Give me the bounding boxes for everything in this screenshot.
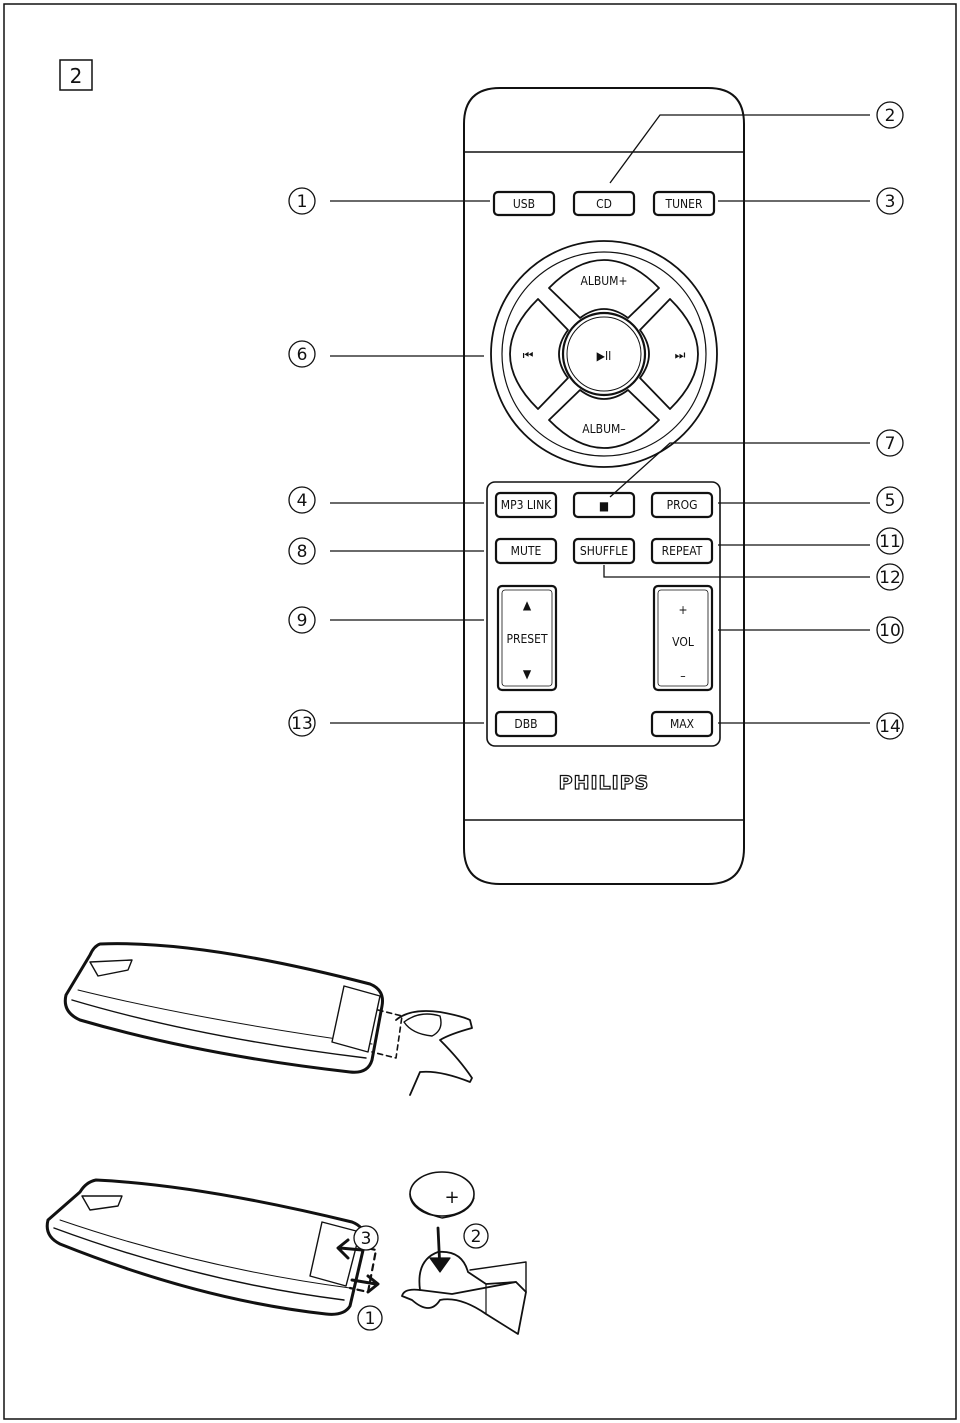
battery-step-2: 2 (463, 1223, 489, 1249)
album-plus-label: ALBUM+ (580, 274, 627, 288)
callout-2: 2 (876, 101, 904, 129)
callout-5: 5 (876, 486, 904, 514)
album-minus-label: ALBUM– (582, 422, 625, 436)
album-plus-button[interactable]: ALBUM+ (548, 259, 660, 319)
prog-label: PROG (667, 498, 698, 512)
callout-14: 14 (876, 712, 904, 740)
callout-9: 9 (288, 606, 316, 634)
cd-button-label: CD (596, 197, 612, 211)
mute-label: MUTE (511, 544, 542, 558)
figure-number: 2 (70, 64, 83, 88)
brand-logo: PHILIPS (559, 772, 650, 794)
preset-rocker[interactable]: ▲ PRESET ▼ (496, 584, 558, 692)
callout-lines (330, 114, 870, 724)
battery-step-3: 3 (353, 1225, 379, 1251)
max-button[interactable]: MAX (650, 710, 714, 738)
callout-number: 5 (885, 491, 896, 511)
remote-back-open-illustration (63, 942, 473, 1096)
prog-button[interactable]: PROG (650, 491, 714, 519)
callout-number: 3 (885, 192, 896, 212)
stop-button[interactable]: ■ (572, 491, 636, 519)
usb-button-label: USB (513, 197, 535, 211)
shuffle-button[interactable]: SHUFFLE (572, 537, 636, 565)
battery-step-3-number: 3 (361, 1229, 372, 1249)
usb-button[interactable]: USB (492, 190, 556, 217)
figure-number-box: 2 (59, 59, 93, 91)
callout-13: 13 (288, 709, 316, 737)
page-border (3, 3, 957, 1420)
callout-12: 12 (876, 563, 904, 591)
volume-label: VOL (672, 635, 694, 649)
callout-7: 7 (876, 429, 904, 457)
mp3-link-button[interactable]: MP3 LINK (494, 491, 558, 519)
mute-button[interactable]: MUTE (494, 537, 558, 565)
tuner-button[interactable]: TUNER (652, 190, 716, 217)
callout-number: 13 (291, 714, 313, 734)
battery-step-2-number: 2 (471, 1227, 482, 1247)
album-minus-button[interactable]: ALBUM– (548, 389, 660, 449)
battery-step-1-number: 1 (365, 1309, 376, 1329)
callout-number: 2 (885, 106, 896, 126)
next-button[interactable]: ⏭ (639, 298, 699, 410)
lower-button-panel (486, 481, 721, 747)
callout-1: 1 (288, 187, 316, 215)
volume-plus-icon: + (678, 603, 687, 617)
mp3-link-label: MP3 LINK (501, 498, 552, 512)
callout-8: 8 (288, 537, 316, 565)
navigation-pad: ALBUM+ ALBUM– ⏮ ⏭ ▶II (490, 240, 718, 468)
preset-label: PRESET (506, 632, 548, 646)
callout-number: 12 (879, 568, 901, 588)
callout-number: 7 (885, 434, 896, 454)
repeat-label: REPEAT (662, 544, 703, 558)
callout-6: 6 (288, 340, 316, 368)
volume-rocker[interactable]: + VOL – (652, 584, 714, 692)
play-pause-icon: ▶II (597, 349, 612, 363)
battery-insert-illustration (45, 1171, 527, 1335)
previous-button[interactable]: ⏮ (509, 298, 569, 410)
callout-number: 1 (297, 192, 308, 212)
callout-4: 4 (288, 486, 316, 514)
callout-number: 4 (297, 491, 308, 511)
shuffle-label: SHUFFLE (580, 544, 628, 558)
dbb-button[interactable]: DBB (494, 710, 558, 738)
tuner-button-label: TUNER (665, 197, 703, 211)
battery-plus-sign: + (444, 1187, 459, 1208)
stop-icon: ■ (599, 499, 609, 513)
callout-number: 14 (879, 717, 901, 737)
callout-number: 9 (297, 611, 308, 631)
callout-11: 11 (876, 527, 904, 555)
dbb-label: DBB (514, 717, 537, 731)
preset-down-icon: ▼ (523, 667, 532, 681)
cd-button[interactable]: CD (572, 190, 636, 217)
next-icon: ⏭ (675, 348, 686, 362)
max-label: MAX (670, 717, 695, 731)
repeat-button[interactable]: REPEAT (650, 537, 714, 565)
preset-up-icon: ▲ (523, 598, 532, 612)
callout-3: 3 (876, 187, 904, 215)
callout-number: 8 (297, 542, 308, 562)
callout-number: 11 (879, 532, 901, 552)
callout-10: 10 (876, 616, 904, 644)
callout-number: 6 (297, 345, 308, 365)
previous-icon: ⏮ (523, 348, 534, 362)
callout-number: 10 (879, 621, 901, 641)
play-pause-button[interactable]: ▶II (561, 311, 647, 397)
battery-step-1: 1 (357, 1305, 383, 1331)
volume-minus-icon: – (680, 669, 685, 683)
